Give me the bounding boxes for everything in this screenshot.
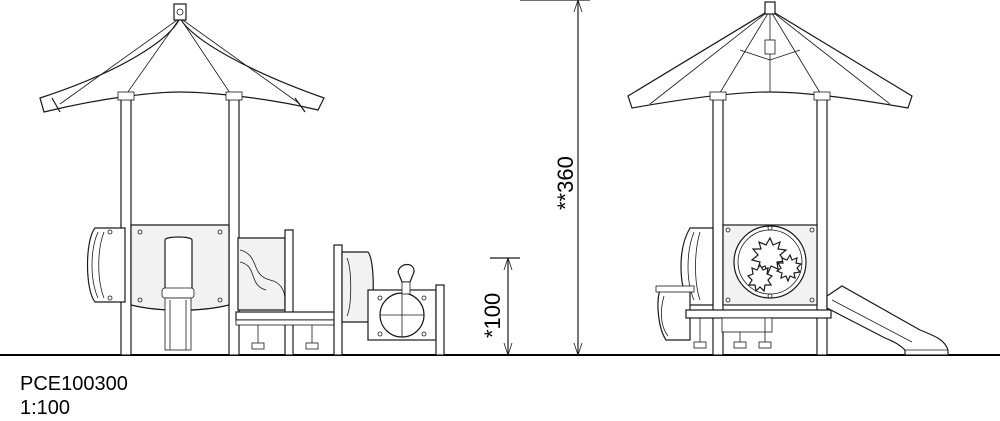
left-roof bbox=[39, 3, 325, 113]
dim-360-label: **360 bbox=[553, 156, 578, 210]
left-elevation bbox=[39, 3, 445, 356]
right-roof bbox=[627, 1, 913, 109]
dimension-360: **360 bbox=[520, 0, 590, 356]
drawing-code: PCE100300 bbox=[20, 373, 128, 395]
right-deck bbox=[685, 309, 832, 319]
slide bbox=[826, 285, 949, 356]
dimension-100: *100 bbox=[480, 257, 520, 356]
right-elevation bbox=[627, 1, 949, 356]
dim-100-label: *100 bbox=[480, 293, 505, 338]
wave-panel bbox=[237, 237, 286, 311]
left-post-a bbox=[120, 95, 132, 356]
left-deck bbox=[235, 311, 337, 321]
drawing-scale: 1:100 bbox=[20, 397, 71, 419]
left-chute bbox=[164, 236, 193, 291]
